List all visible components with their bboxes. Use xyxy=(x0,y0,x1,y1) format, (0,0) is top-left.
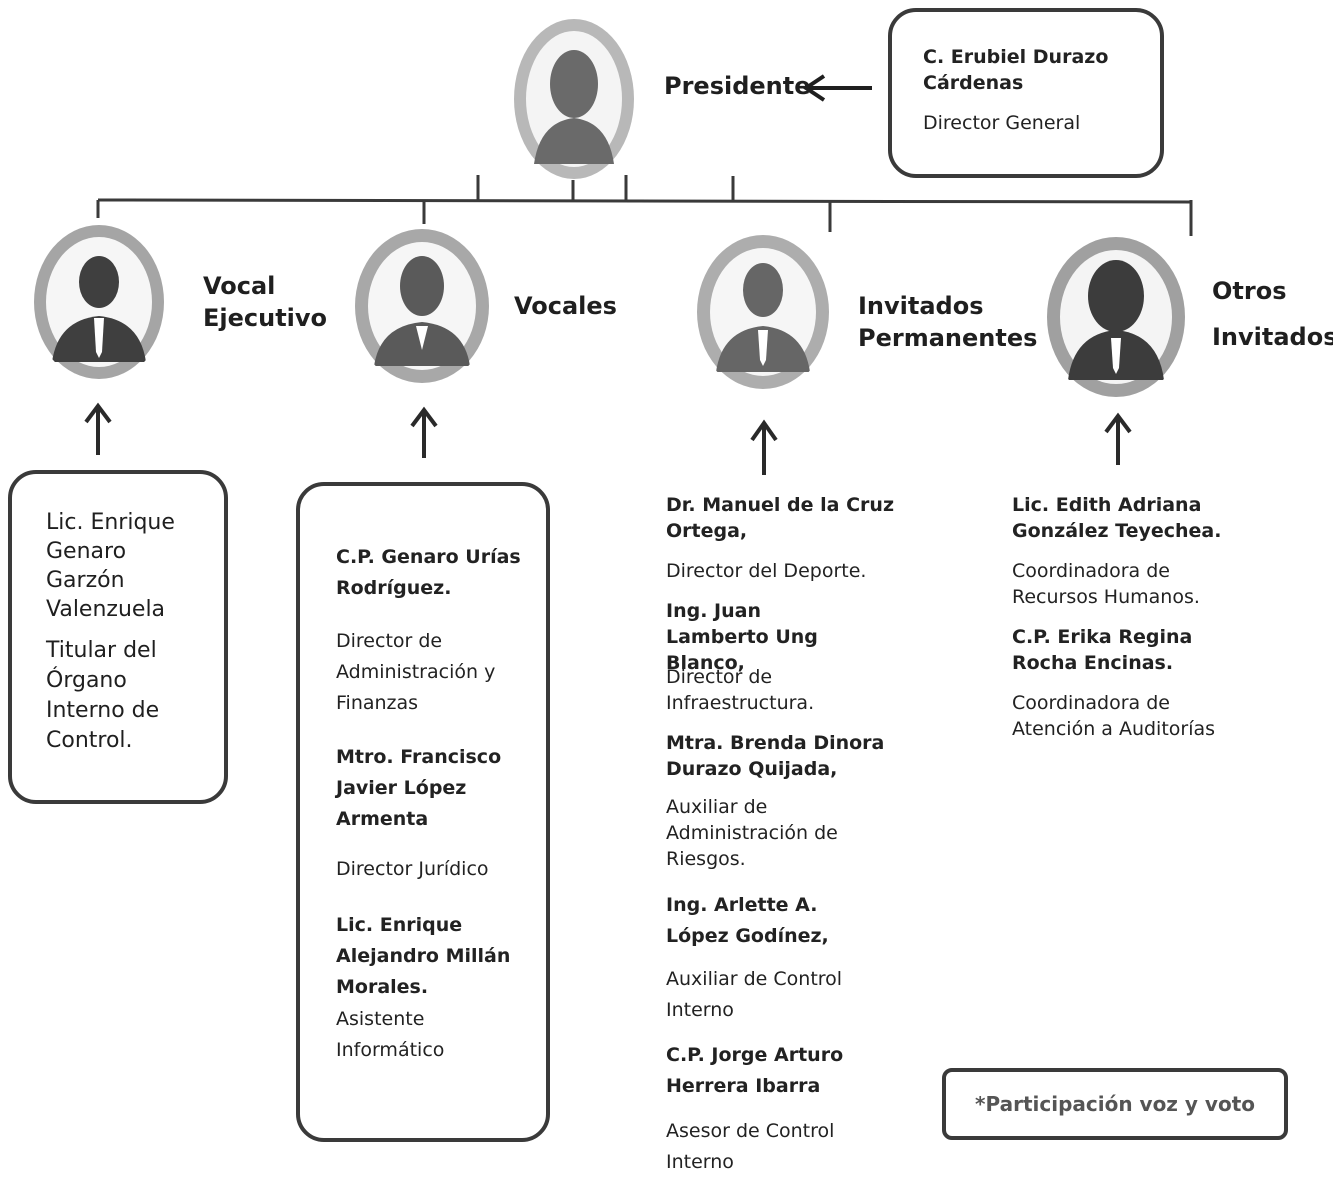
member-name: Lic. Enrique Alejandro Millán Morales. xyxy=(336,914,511,998)
member-title: Titular del Órgano Interno de Control. xyxy=(46,638,160,753)
president-role-label: Presidente xyxy=(664,72,811,100)
member-name: Ing. Arlette A. López Godínez, xyxy=(666,894,829,947)
member-name: Ing. Juan Lamberto Ung Blanco, xyxy=(666,600,818,674)
arrow-left-icon xyxy=(802,74,872,102)
arrow-up-icon xyxy=(1104,412,1132,465)
member-name: Mtro. Francisco Javier López Armenta xyxy=(336,746,502,830)
vocal-ejecutivo-portrait xyxy=(34,225,164,379)
member-name: Mtra. Brenda Dinora Durazo Quijada, xyxy=(666,732,885,780)
member-title: Director de Infraestructura. xyxy=(666,666,815,714)
vocales-portrait xyxy=(355,229,489,383)
member-name: Lic. Edith Adriana González Teyechea. xyxy=(1012,494,1222,542)
member-title: Auxiliar de Control Interno xyxy=(666,968,843,1021)
arrow-up-icon xyxy=(84,402,112,455)
president-title: Director General xyxy=(923,112,1081,134)
member-name: Dr. Manuel de la Cruz Ortega, xyxy=(666,494,895,542)
vocales-label: Vocales xyxy=(514,292,617,320)
arrow-up-icon xyxy=(410,406,438,458)
invitados-permanentes-portrait xyxy=(697,235,829,389)
member-name: C.P. Genaro Urías Rodríguez. xyxy=(336,546,521,599)
note-text: *Participación voz y voto xyxy=(975,1092,1255,1116)
member-title: Coordinadora de Recursos Humanos. xyxy=(1012,560,1200,608)
president-portrait xyxy=(514,19,634,179)
member-name: Lic. Enrique Genaro Garzón Valenzuela xyxy=(46,510,175,622)
vocales-box: C.P. Genaro Urías Rodríguez. Director de… xyxy=(296,482,550,1142)
member-title: Coordinadora de Atención a Auditorías xyxy=(1012,692,1216,740)
member-title: Director Jurídico xyxy=(336,858,489,880)
arrow-up-icon xyxy=(750,419,778,475)
note-box: *Participación voz y voto xyxy=(942,1068,1288,1140)
president-box: C. Erubiel Durazo Cárdenas Director Gene… xyxy=(888,8,1164,178)
member-name: C.P. Jorge Arturo Herrera Ibarra xyxy=(666,1044,844,1097)
horizontal-connector xyxy=(97,198,1193,204)
vocal-ejecutivo-box: Lic. Enrique Genaro Garzón Valenzuela Ti… xyxy=(8,470,228,804)
president-name: C. Erubiel Durazo Cárdenas xyxy=(923,46,1109,94)
person-silhouette-icon xyxy=(534,50,614,164)
member-title: Director del Deporte. xyxy=(666,560,867,582)
otros-invitados-portrait xyxy=(1047,237,1185,397)
invitados-permanentes-label: Invitados Permanentes xyxy=(858,292,1038,352)
member-title: Asistente Informático xyxy=(336,1008,445,1061)
otros-invitados-label: Otros Invitados xyxy=(1212,277,1333,351)
vocal-ejecutivo-label: Vocal Ejecutivo xyxy=(203,272,328,332)
member-title: Director de Administración y Finanzas xyxy=(336,630,496,714)
member-name: C.P. Erika Regina Rocha Encinas. xyxy=(1012,626,1193,674)
member-title: Auxiliar de Administración de Riesgos. xyxy=(666,796,838,870)
member-title: Asesor de Control Interno xyxy=(666,1120,835,1173)
